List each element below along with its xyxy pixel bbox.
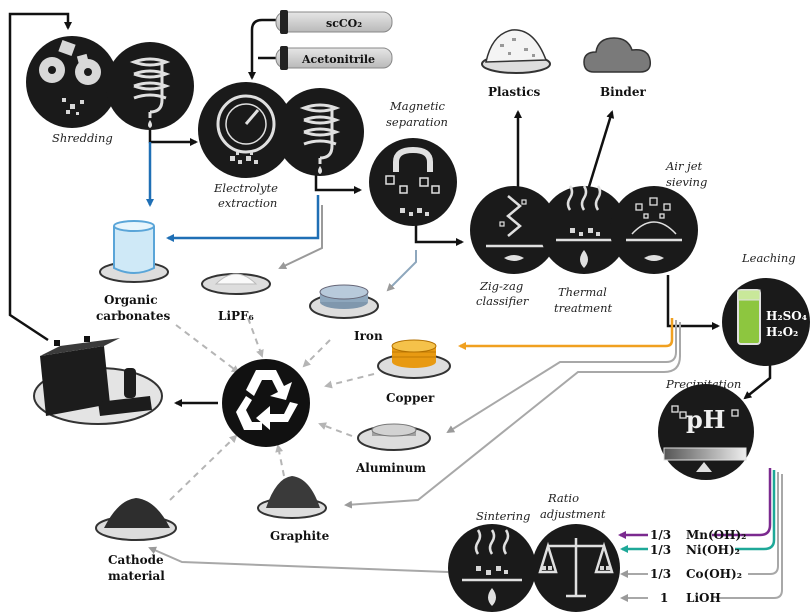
graphite-to-recycle-dash xyxy=(275,444,285,477)
magnetic-label-line1: Magnetic xyxy=(389,99,446,113)
organic-carbonates-beaker-icon xyxy=(99,220,169,283)
ph-meter-icon xyxy=(658,384,754,480)
ph-label: pH xyxy=(686,405,725,434)
cathode-label-line2: material xyxy=(108,569,165,583)
graphite-pile-icon xyxy=(257,476,327,519)
gray-co-arrow xyxy=(748,472,779,575)
electrolyte-label-line2: extraction xyxy=(218,196,277,210)
sintering-to-cathode-arrow xyxy=(148,546,449,573)
connector-arrows xyxy=(8,12,783,602)
plastics-label: Plastics xyxy=(488,85,541,99)
hydroxide-formula: Mn(OH)₂ xyxy=(686,528,746,542)
sco2-feed-line xyxy=(248,18,278,80)
binder-label: Binder xyxy=(600,85,646,99)
hydroxide-ratio: 1 xyxy=(660,591,668,605)
extraction-to-organic-blue-arrow xyxy=(166,195,320,242)
thermal-label-line2: treatment xyxy=(554,301,613,315)
magnetic-to-zigzag-arrow xyxy=(414,222,464,246)
graphite-label: Graphite xyxy=(270,529,330,543)
leaching-label: Leaching xyxy=(741,251,796,265)
copper-to-recycle-dash xyxy=(324,373,375,389)
zigzag-label-line1: Zig-zag xyxy=(479,279,523,293)
copper-label: Copper xyxy=(386,391,435,405)
leaching-beaker-icon xyxy=(722,278,810,366)
airjet-to-graphite-arrow xyxy=(344,322,681,509)
airjet-to-aluminum-arrow xyxy=(446,320,677,434)
copper-discs-icon xyxy=(377,339,451,379)
iron-discs-icon xyxy=(309,284,379,319)
hydroxide-formula: Co(OH)₂ xyxy=(686,567,742,581)
filter-funnel-icon xyxy=(106,42,194,130)
aluminum-disc-icon xyxy=(357,423,431,451)
shredder-icon xyxy=(26,36,118,128)
iron-label: Iron xyxy=(354,329,383,343)
hydroxide-formula: LiOH xyxy=(686,591,721,605)
airjet-label-line2: sieving xyxy=(666,175,707,189)
cathode-label-line1: Cathode xyxy=(108,553,164,567)
battery-pack-icon xyxy=(33,336,163,425)
magnetic-to-iron-arrow xyxy=(386,250,417,292)
magnetic-label-line2: separation xyxy=(386,115,448,129)
organic-label-line1: Organic xyxy=(104,293,158,307)
plastics-pile-icon xyxy=(481,29,551,74)
hydroxide-ratio: 1/3 xyxy=(650,567,671,581)
recycle-icon xyxy=(222,359,310,447)
to-binder-arrow xyxy=(586,110,615,191)
airjet-label-line1: Air jet xyxy=(665,159,703,173)
purple-mn-arrow xyxy=(712,468,772,537)
hydroxide-ratio: 1/3 xyxy=(650,528,671,542)
hydroxide-formula: Ni(OH)₂ xyxy=(686,543,740,557)
acetonitrile-pill: Acetonitrile xyxy=(275,46,393,70)
balance-scale-icon xyxy=(532,524,620,612)
extraction-to-lipf6-arrow xyxy=(278,205,323,270)
air-jet-sieving-icon xyxy=(610,186,698,274)
teal-ni-arrow xyxy=(735,470,776,551)
lipf6-to-recycle-dash xyxy=(247,317,264,358)
shred-to-extraction-arrow xyxy=(148,128,198,146)
sintering-icon xyxy=(448,524,536,612)
organic-label-line2: carbonates xyxy=(96,309,170,323)
zigzag-classifier-icon xyxy=(470,186,558,274)
cathode-powder-pile-icon xyxy=(95,498,177,541)
sco2-pill: scCO₂ xyxy=(275,10,393,34)
cathode-to-recycle-dash xyxy=(169,434,238,501)
filter-funnel-icon xyxy=(276,88,364,176)
gray-lioh-arrow xyxy=(716,474,783,599)
electrolyte-label-line1: Electrolyte xyxy=(213,181,278,195)
acetonitrile-label: Acetonitrile xyxy=(301,53,375,66)
cloud-icon xyxy=(583,37,652,73)
zigzag-label-line2: classifier xyxy=(476,294,530,308)
shredding-label: Shredding xyxy=(52,131,113,145)
airjet-to-leaching-arrow xyxy=(666,275,720,330)
peroxide-label: H₂O₂ xyxy=(766,325,798,339)
airjet-to-copper-arrow xyxy=(458,318,674,350)
acid-label: H₂SO₄ xyxy=(766,309,807,323)
aluminum-to-recycle-dash xyxy=(318,422,353,437)
lipf6-powder-icon xyxy=(201,273,271,295)
sco2-label: scCO₂ xyxy=(326,17,362,30)
loop-arrow xyxy=(8,12,72,342)
hydroxide-ratio: 1/3 xyxy=(650,543,671,557)
magnet-icon xyxy=(369,138,457,226)
leaching-to-precipitation-arrow xyxy=(743,362,772,400)
thermal-treatment-icon xyxy=(540,185,628,274)
sintering-label: Sintering xyxy=(476,509,530,523)
thermal-label-line1: Thermal xyxy=(558,285,607,299)
ratio-label-line2: adjustment xyxy=(540,507,606,521)
pressure-gauge-icon xyxy=(198,82,294,178)
extraction-to-magnetic-arrow xyxy=(314,172,362,194)
aluminum-label: Aluminum xyxy=(355,461,426,475)
hydroxide-list: 1/3 Mn(OH)₂ 1/3 Ni(OH)₂ 1/3 Co(OH)₂ 1 Li… xyxy=(650,528,746,605)
lipf6-label: LiPF₆ xyxy=(218,309,254,323)
iron-to-recycle-dash xyxy=(302,339,331,368)
ratio-label-line1: Ratio xyxy=(547,491,579,505)
organic-to-recycle-dash xyxy=(175,324,240,374)
